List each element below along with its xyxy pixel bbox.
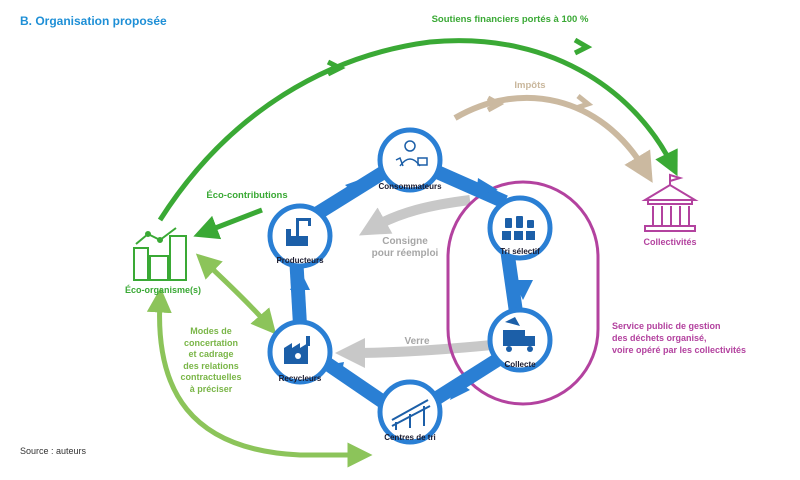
node-recycleurs (267, 319, 333, 385)
chevron-soutiens-2 (573, 37, 593, 56)
node-collecte (487, 307, 553, 373)
modes-line-5: contractuelles (180, 372, 242, 382)
node-producteurs (267, 203, 333, 269)
label-consommateurs: Consommateurs (378, 182, 442, 191)
service-line-2: des déchets organisé, (612, 333, 707, 343)
modes-line-3: et cadrage (188, 349, 234, 359)
source-note: Source : auteurs (20, 446, 87, 456)
modes-line-4: des relations (183, 360, 239, 371)
label-collectivites: Collectivités (643, 237, 697, 247)
label-verre: Verre (404, 336, 430, 347)
label-collecte: Collecte (504, 360, 536, 369)
label-modes-concertation: Modes de concertation et cadrage des rel… (170, 326, 252, 395)
label-service-public: Service public de gestion des déchets or… (612, 320, 787, 356)
town-hall-icon (641, 173, 699, 232)
chevron-impots-2 (575, 94, 594, 111)
cycle-arrowheads (290, 177, 533, 400)
service-line-3: voire opéré par les collectivités (612, 345, 747, 355)
conveyor-icon (391, 399, 431, 430)
label-eco-organisme: Éco-organisme(s) (124, 285, 202, 295)
arrow-impots (453, 94, 653, 183)
arrow-consigne (358, 195, 471, 236)
label-recycleurs: Recycleurs (278, 374, 322, 383)
robot-arm-factory-icon (286, 218, 311, 246)
modes-line-1: Modes de (190, 326, 232, 336)
arrow-eco-contributions (193, 207, 263, 240)
arrow-verre (335, 337, 493, 368)
service-line-1: Service public de gestion (612, 321, 721, 331)
chevron-soutiens-1 (326, 59, 346, 77)
city-chart-icon (133, 227, 187, 281)
modes-line-2: concertation (183, 337, 238, 348)
node-centres-de-tri (377, 379, 443, 445)
recycling-factory-icon (284, 336, 310, 364)
service-public-zone (446, 180, 600, 406)
label-producteurs: Producteurs (276, 256, 324, 265)
label-soutiens: Soutiens financiers portés à 100 % (431, 14, 589, 25)
node-consommateurs (377, 127, 443, 193)
arrow-soutiens (157, 38, 678, 222)
garbage-truck-icon (503, 317, 535, 352)
chevron-impots-1 (486, 95, 505, 113)
label-centres-de-tri: Centres de tri (384, 433, 436, 442)
consigne-line-2: pour réemploi (371, 248, 439, 259)
shopper-icon (395, 140, 428, 167)
sorting-bins-icon (502, 216, 535, 240)
node-tri-selectif (487, 195, 553, 261)
consigne-line-1: Consigne (382, 236, 428, 247)
modes-line-6: à préciser (189, 383, 233, 394)
label-impots: Impôts (514, 80, 546, 91)
label-tri-selectif: Tri sélectif (500, 247, 540, 256)
label-eco-contributions: Éco-contributions (206, 190, 288, 201)
arrow-eco-centres (146, 287, 373, 468)
diagram-title: B. Organisation proposée (20, 14, 167, 28)
label-consigne: Consigne pour réemploi (360, 236, 450, 260)
